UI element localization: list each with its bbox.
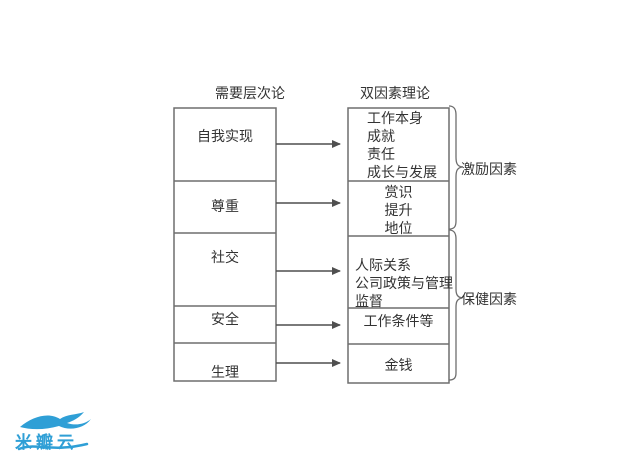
wave-underline-icon — [17, 442, 89, 451]
brand-logo — [17, 412, 91, 451]
factor-line: 公司政策与管理 — [355, 276, 453, 292]
brand-name: 米瓣云 — [15, 433, 78, 453]
hygiene-brace-icon — [448, 229, 463, 381]
right-theory-box — [347, 107, 450, 384]
factor-line: 金钱 — [384, 358, 413, 374]
factor-line: 工作条件等 — [363, 314, 434, 330]
factor-line: 监督 — [355, 294, 383, 310]
factor-line: 工作本身 — [367, 111, 423, 127]
left-theory-title: 需要层次论 — [215, 86, 285, 102]
factor-section-work-itself: 工作本身 成就 责任 成长与发展 — [367, 110, 437, 182]
factor-line: 成长与发展 — [367, 165, 437, 181]
need-level-physiological: 生理 — [211, 365, 239, 381]
factor-section-recognition: 赏识 提升 地位 — [348, 184, 449, 238]
right-theory-title: 双因素理论 — [360, 86, 430, 102]
hygiene-factors-label: 保健因素 — [461, 292, 517, 308]
factor-line: 提升 — [384, 203, 413, 219]
factor-line: 人际关系 — [355, 258, 411, 274]
factor-line: 地位 — [384, 221, 413, 237]
motivator-factors-label: 激励因素 — [461, 162, 517, 178]
factor-line: 赏识 — [384, 185, 413, 201]
factor-section-conditions: 工作条件等 — [348, 313, 449, 331]
left-theory-box — [173, 107, 277, 382]
need-level-self-actualization: 自我实现 — [197, 129, 253, 145]
factor-section-relations: 人际关系 公司政策与管理 监督 — [355, 257, 453, 311]
factor-line: 成就 — [367, 129, 395, 145]
factor-line: 责任 — [367, 147, 395, 163]
bird-swoosh-icon — [20, 412, 91, 430]
need-level-safety: 安全 — [211, 312, 239, 328]
motivator-brace-icon — [448, 105, 463, 230]
need-level-social: 社交 — [211, 250, 239, 266]
factor-section-money: 金钱 — [348, 357, 449, 375]
need-level-esteem: 尊重 — [211, 199, 239, 215]
